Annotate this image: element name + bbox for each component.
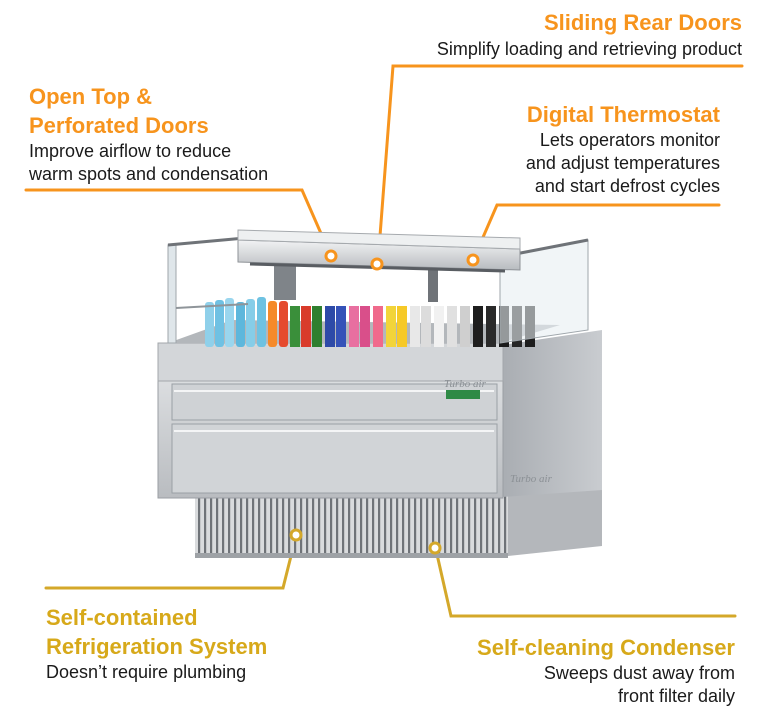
- callout-open-top: Open Top & Perforated Doors Improve airf…: [29, 82, 268, 186]
- callout-title-line2: Perforated Doors: [29, 113, 209, 138]
- callout-description-line2: warm spots and condensation: [29, 164, 269, 184]
- callout-self-contained: Self-contained Refrigeration System Does…: [46, 603, 267, 684]
- callout-title: Digital Thermostat: [526, 102, 720, 127]
- logo-badge: [446, 390, 480, 399]
- rear-post-right: [428, 266, 438, 302]
- cabinet-logo-front: Turbo air: [444, 378, 487, 390]
- anchor-dot-condenser: [428, 541, 442, 555]
- leader-sliding-rear-doors: [376, 64, 744, 264]
- product-bottles: [205, 297, 288, 347]
- callout-sliding-rear-doors: Sliding Rear Doors Simplify loading and …: [437, 8, 742, 61]
- glass-side-left: [167, 244, 177, 344]
- callout-description-line2: and adjust temperatures: [525, 153, 720, 173]
- callout-description-line1: Sweeps dust away from: [543, 663, 735, 683]
- callout-title: Self-cleaning Condenser: [477, 635, 735, 660]
- cabinet-logo-side: Turbo air: [510, 473, 553, 485]
- callout-description-line1: Lets operators monitor: [539, 130, 720, 150]
- callout-digital-thermostat: Digital Thermostat Lets operators monito…: [526, 100, 720, 198]
- anchor-dot-open-top: [324, 249, 338, 263]
- callout-title-line1: Open Top &: [29, 84, 153, 109]
- anchor-dot-sliding-doors: [370, 257, 384, 271]
- callout-description-line2: front filter daily: [617, 686, 735, 706]
- rear-post-left: [274, 262, 296, 300]
- callout-description-line1: Improve airflow to reduce: [29, 141, 232, 161]
- callout-self-cleaning: Self-cleaning Condenser Sweeps dust away…: [477, 633, 735, 708]
- anchor-dot-refrigeration: [289, 528, 303, 542]
- product-cans: [290, 306, 535, 347]
- callout-description: Doesn’t require plumbing: [46, 662, 247, 682]
- lower-drawer: [171, 423, 498, 494]
- condenser-grille: [195, 495, 508, 556]
- callout-title: Sliding Rear Doors: [543, 10, 742, 35]
- callout-description: Simplify loading and retrieving product: [436, 39, 742, 59]
- anchor-dot-thermostat: [466, 253, 480, 267]
- callout-title-line2: Refrigeration System: [46, 634, 268, 659]
- leader-self-cleaning: [434, 548, 737, 618]
- callout-title-line1: Self-contained: [46, 605, 198, 630]
- cabinet-side: [502, 330, 602, 497]
- callout-description-line3: and start defrost cycles: [534, 176, 720, 196]
